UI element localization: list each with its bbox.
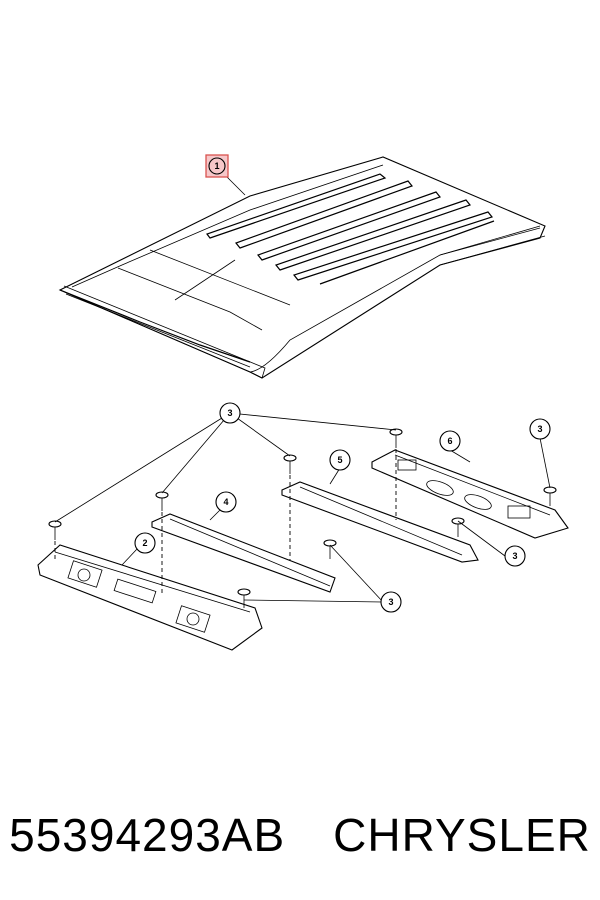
clip: [237, 588, 251, 608]
callout-1: 1: [205, 154, 229, 178]
alignment-lines: [54, 449, 397, 595]
footer-caption: 55394293AB CHRYSLER: [0, 790, 600, 880]
brand-name: CHRYSLER: [333, 809, 591, 861]
callout-label: 5: [337, 455, 342, 465]
rear-header-panel: [371, 449, 569, 539]
callout-label: 1: [214, 161, 219, 171]
callout-5: 5: [329, 449, 351, 471]
callout-4: 4: [215, 491, 237, 513]
clip: [451, 517, 465, 537]
leader-lines: [54, 169, 551, 603]
roof-bow-5: [281, 481, 479, 563]
parts-diagram: 1 3 3 3 3 2 4 5 6: [37, 154, 569, 651]
fasteners: [48, 428, 557, 608]
callout-6: 6: [439, 430, 461, 452]
callout-label: 3: [512, 551, 517, 561]
callout-3-mid: 3: [504, 545, 526, 567]
callout-label: 3: [537, 424, 542, 434]
clip: [389, 428, 403, 448]
roof-bow-4: [151, 513, 336, 593]
callout-label: 4: [223, 497, 228, 507]
callout-label: 6: [447, 436, 452, 446]
callout-label: 3: [388, 597, 393, 607]
callout-label: 3: [227, 408, 232, 418]
callout-3-bottom: 3: [380, 591, 402, 613]
clip: [155, 491, 169, 511]
part-number: 55394293AB: [9, 809, 286, 861]
callout-3-right: 3: [529, 418, 551, 440]
clip: [543, 486, 557, 506]
roof-panel: [58, 156, 546, 379]
callout-2: 2: [134, 532, 156, 554]
callout-3-top: 3: [219, 402, 241, 424]
callout-label: 2: [142, 538, 147, 548]
clip: [283, 454, 297, 474]
clip: [48, 520, 62, 540]
clip: [323, 539, 337, 559]
front-header-panel: [37, 544, 263, 651]
